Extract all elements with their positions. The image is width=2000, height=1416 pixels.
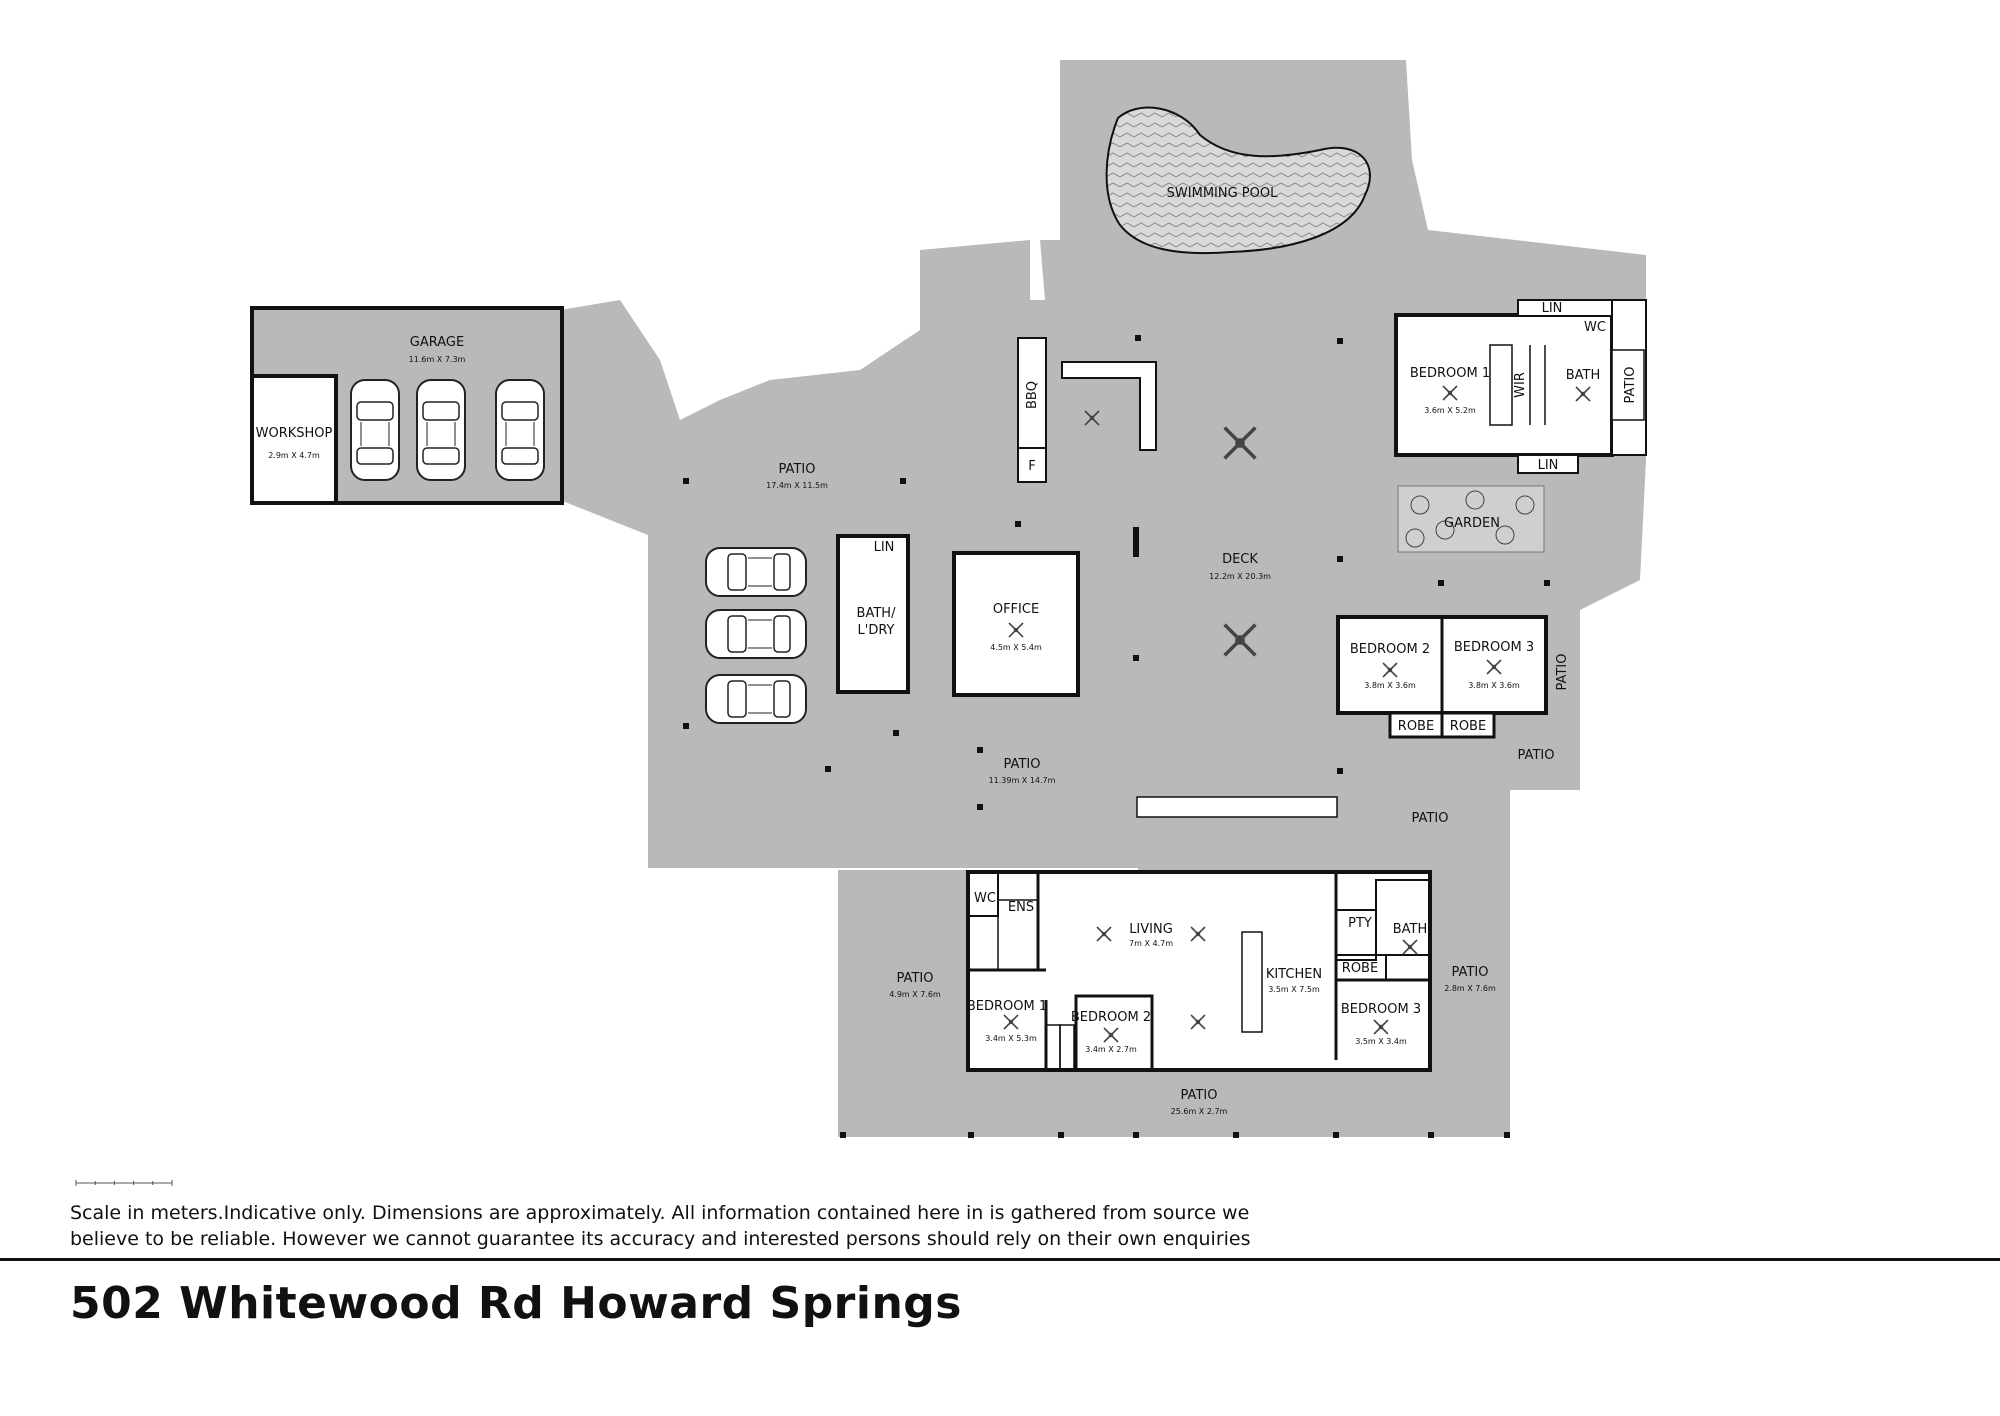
garage-dim: 11.6m X 7.3m bbox=[409, 355, 466, 364]
house-living-label: LIVING bbox=[1129, 922, 1173, 937]
cottage-lin-bottom: LIN bbox=[1538, 458, 1559, 473]
workshop-label: WORKSHOP bbox=[256, 426, 333, 441]
cottage: BEDROOM 1 3.6m X 5.2m WIR BATH WC LIN LI… bbox=[1394, 299, 1647, 474]
house-bed2-dim: 3.4m X 2.7m bbox=[1085, 1045, 1137, 1054]
cottage-bed1-label: BEDROOM 1 bbox=[1410, 366, 1490, 381]
office-dim: 4.5m X 5.4m bbox=[990, 643, 1042, 652]
patio-cabin-south: PATIO bbox=[1518, 748, 1555, 763]
house-living-dim: 7m X 4.7m bbox=[1129, 939, 1173, 948]
house-wc-label: WC bbox=[974, 891, 996, 906]
cabin-bed2-dim: 3.8m X 3.6m bbox=[1364, 681, 1416, 690]
car-icon bbox=[705, 609, 807, 659]
office-label: OFFICE bbox=[993, 602, 1039, 617]
cabin: BEDROOM 2 3.8m X 3.6m BEDROOM 3 3.8m X 3… bbox=[1336, 615, 1548, 739]
wir-label: WIR bbox=[1513, 372, 1528, 398]
cabin-robe-2: ROBE bbox=[1450, 719, 1486, 734]
car-icon bbox=[350, 379, 400, 481]
garage-label: GARAGE bbox=[410, 335, 464, 350]
divider-rule bbox=[0, 1258, 2000, 1261]
patio-north-dim: 17.4m X 11.5m bbox=[766, 481, 828, 490]
cottage-bath-label: BATH bbox=[1566, 368, 1601, 383]
house-bath-label: BATH bbox=[1393, 922, 1428, 937]
patio-mid-dim: 11.39m X 14.7m bbox=[989, 776, 1056, 785]
patio-cottage-label: PATIO bbox=[1623, 367, 1638, 404]
cabin-bed3-dim: 3.8m X 3.6m bbox=[1468, 681, 1520, 690]
disclaimer-line-1: Scale in meters.Indicative only. Dimensi… bbox=[70, 1202, 1250, 1224]
patio-east-dim: 2.8m X 7.6m bbox=[1444, 984, 1496, 993]
patio-centre-label: PATIO bbox=[1412, 811, 1449, 826]
car-icon bbox=[705, 547, 807, 597]
patio-west-label: PATIO bbox=[897, 971, 934, 986]
cottage-wc-label: WC bbox=[1584, 320, 1606, 335]
house-kitchen-dim: 3.5m X 7.5m bbox=[1268, 985, 1320, 994]
disclaimer-text: Scale in meters.Indicative only. Dimensi… bbox=[70, 1200, 1370, 1252]
swimming-pool bbox=[1105, 106, 1371, 255]
house-bed2-label: BEDROOM 2 bbox=[1071, 1010, 1151, 1025]
cottage-lin-top: LIN bbox=[1542, 301, 1563, 316]
patio-east-label: PATIO bbox=[1452, 965, 1489, 980]
house-pty-label: PTY bbox=[1348, 916, 1372, 931]
patio-cabin-side: PATIO bbox=[1555, 654, 1570, 691]
bbq-area: BBQ F bbox=[1017, 337, 1157, 483]
patio-mid-label: PATIO bbox=[1004, 757, 1041, 772]
house-robe-label: ROBE bbox=[1342, 961, 1378, 976]
patio-west-dim: 4.9m X 7.6m bbox=[889, 990, 941, 999]
cabin-bed3-label: BEDROOM 3 bbox=[1454, 640, 1534, 655]
garden-label: GARDEN bbox=[1444, 516, 1500, 531]
house-kitchen-label: KITCHEN bbox=[1266, 967, 1322, 982]
deck-label: DECK bbox=[1222, 552, 1258, 567]
patio-north-label: PATIO bbox=[779, 462, 816, 477]
disclaimer-line-2: believe to be reliable. However we canno… bbox=[70, 1228, 1251, 1250]
cabin-robe-1: ROBE bbox=[1398, 719, 1434, 734]
patio-south-label: PATIO bbox=[1181, 1088, 1218, 1103]
patio-south-dim: 25.6m X 2.7m bbox=[1171, 1107, 1228, 1116]
bath-laundry: BATH/ L'DRY LIN bbox=[836, 534, 910, 694]
scale-bar bbox=[75, 1180, 173, 1186]
house-ens-label: ENS bbox=[1008, 900, 1034, 915]
house-bed3-dim: 3.5m X 3.4m bbox=[1355, 1037, 1407, 1046]
car-icon bbox=[416, 379, 466, 481]
deck-steps bbox=[1136, 796, 1338, 818]
garden: GARDEN bbox=[1397, 485, 1545, 553]
property-address: 502 Whitewood Rd Howard Springs bbox=[70, 1278, 962, 1329]
bbq-label: BBQ bbox=[1025, 381, 1040, 409]
cottage-bed1-dim: 3.6m X 5.2m bbox=[1424, 406, 1476, 415]
garage: GARAGE 11.6m X 7.3m WORKSHOP 2.9m X 4.7m bbox=[250, 306, 564, 505]
lin-label: LIN bbox=[874, 540, 895, 555]
deck-dim: 12.2m X 20.3m bbox=[1209, 572, 1271, 581]
posts bbox=[683, 335, 1550, 1138]
car-icon bbox=[495, 379, 545, 481]
car-icon bbox=[705, 674, 807, 724]
main-house: WC ENS LIVING 7m X 4.7m KITCHEN 3.5m X 7… bbox=[966, 870, 1432, 1072]
bath-ldry-label-2: L'DRY bbox=[858, 623, 895, 638]
bath-ldry-label-1: BATH/ bbox=[857, 606, 897, 621]
pool-label: SWIMMING POOL bbox=[1167, 186, 1278, 201]
workshop-dim: 2.9m X 4.7m bbox=[268, 451, 320, 460]
office: OFFICE 4.5m X 5.4m bbox=[952, 551, 1080, 697]
house-bed3-label: BEDROOM 3 bbox=[1341, 1002, 1421, 1017]
cabin-bed2-label: BEDROOM 2 bbox=[1350, 642, 1430, 657]
house-bed1-dim: 3.4m X 5.3m bbox=[985, 1034, 1037, 1043]
fridge-label: F bbox=[1028, 459, 1035, 474]
house-bed1-label: BEDROOM 1 bbox=[967, 999, 1047, 1014]
outdoor-areas bbox=[252, 60, 1646, 1137]
